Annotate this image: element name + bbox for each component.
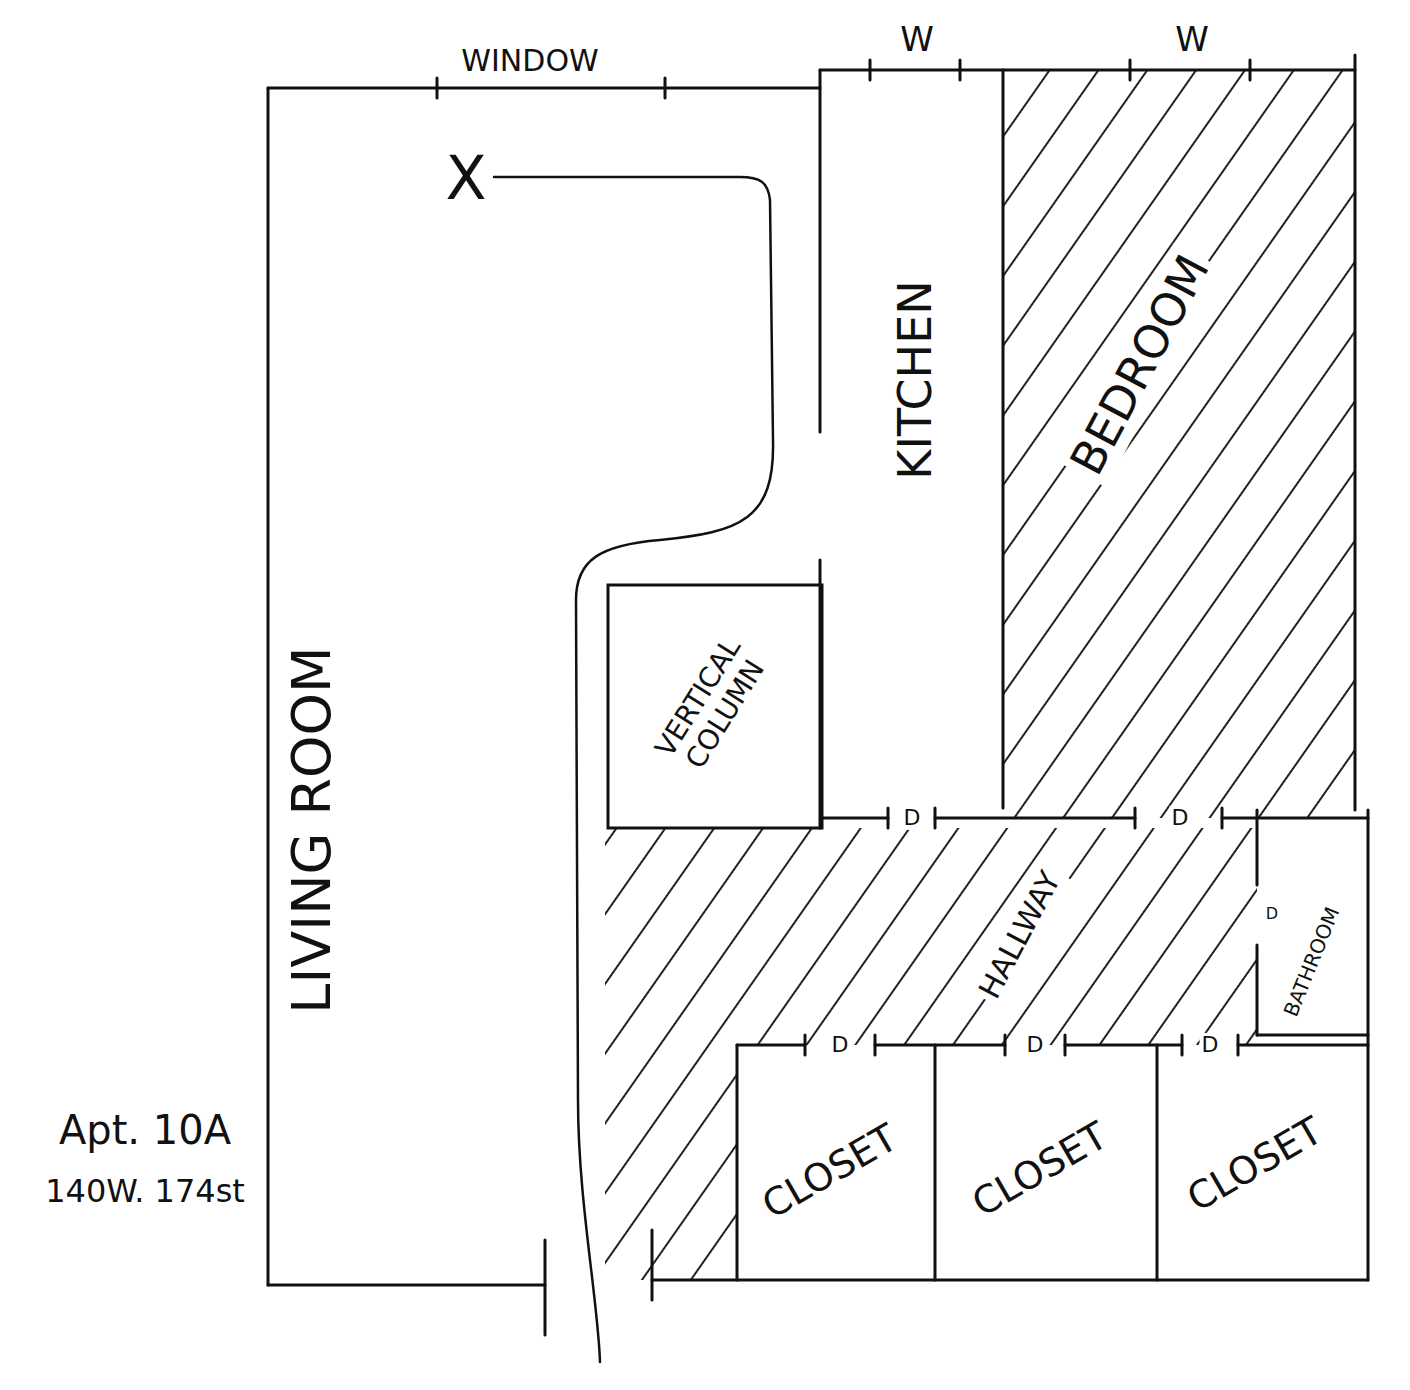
room-name: CLOSET: [751, 1113, 909, 1230]
room-name: BATHROOM: [1277, 900, 1347, 1024]
address-line: 140W. 174st: [43, 1174, 247, 1209]
room-name: VERTICAL COLUMN: [631, 604, 792, 807]
room-name: HALLWAY: [970, 862, 1071, 1008]
door-mark: D: [1200, 1033, 1221, 1057]
room: CLOSET: [737, 1045, 935, 1280]
window-mark: W: [898, 21, 936, 58]
door-mark: D: [902, 806, 923, 830]
room: HALLWAY: [737, 828, 1257, 1045]
address-line: Apt. 10A: [57, 1108, 233, 1152]
room-name: KITCHEN: [888, 276, 943, 483]
door-mark: D: [830, 1033, 851, 1057]
room: VERTICAL COLUMN: [608, 585, 822, 828]
room: KITCHEN: [820, 70, 1003, 810]
room: LIVING ROOM: [268, 88, 598, 1285]
window-label: WINDOW: [459, 44, 600, 77]
room: CLOSET: [935, 1045, 1157, 1280]
room-name: CLOSET: [961, 1111, 1119, 1228]
room-name: CLOSET: [1176, 1106, 1334, 1223]
room-name: LIVING ROOM: [280, 642, 344, 1017]
room: BEDROOM: [1003, 70, 1355, 810]
spot-mark: X: [443, 145, 488, 211]
room-name: BEDROOM: [1058, 243, 1223, 488]
window-mark: W: [1173, 21, 1211, 58]
door-mark: D: [1264, 905, 1280, 923]
door-mark: D: [1170, 806, 1191, 830]
hallway-hatch: [605, 828, 1257, 1280]
bedroom-hatch: [1003, 70, 1355, 818]
door-mark: D: [1025, 1033, 1046, 1057]
room: CLOSET: [1157, 1045, 1368, 1280]
